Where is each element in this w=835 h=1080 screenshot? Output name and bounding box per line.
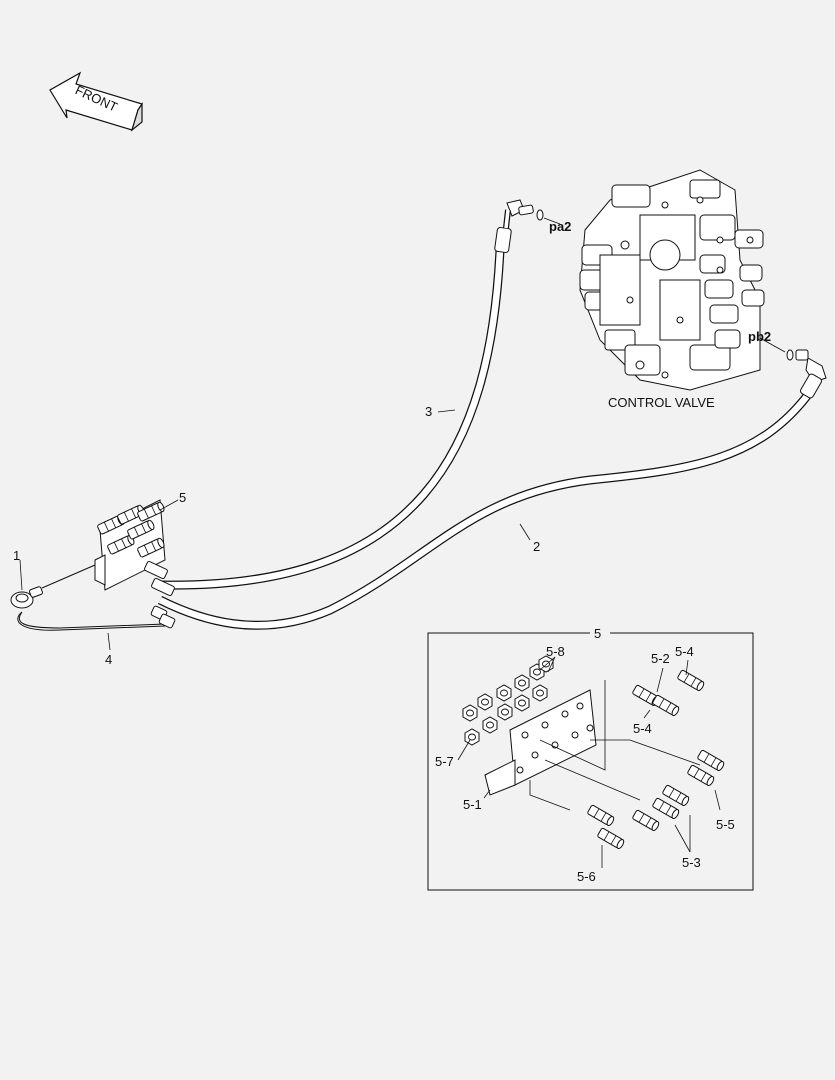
callout-5-7: 5-7 [435,754,454,769]
callout-3: 3 [425,404,433,419]
detail-callout-5: 5 [594,626,602,641]
hose-2 [157,373,822,630]
callout-5-5: 5-5 [716,817,735,832]
detail-5-box [427,632,754,891]
pa2-label: pa2 [549,219,572,234]
callout-1: 1 [13,548,21,563]
hose-3 [159,209,512,590]
callout-5-1: 5-1 [463,797,482,812]
detail-leader-lines [457,656,721,868]
pb2-elbow-fitting [786,349,827,383]
front-arrow [49,71,143,132]
callout-5-3: 5-3 [682,855,701,870]
callout-5-6: 5-6 [577,869,596,884]
fittings-detail [586,669,726,851]
pilot-manifold-assembly [94,499,175,597]
callout-2: 2 [533,539,541,554]
callout-5-4-upper: 5-4 [675,644,694,659]
callout-4: 4 [105,652,113,667]
callout-5-8: 5-8 [546,644,565,659]
control-valve-label: CONTROL VALVE [608,395,715,410]
wire-harness [17,605,176,631]
pressure-switch [10,564,96,609]
pa2-elbow-fitting [506,199,544,221]
callout-5-4-lower: 5-4 [633,721,652,736]
control-valve-body [579,169,765,391]
callout-5: 5 [179,490,187,505]
callout-5-2: 5-2 [651,651,670,666]
leader-lines [19,409,531,651]
pb2-label: pb2 [748,329,772,344]
